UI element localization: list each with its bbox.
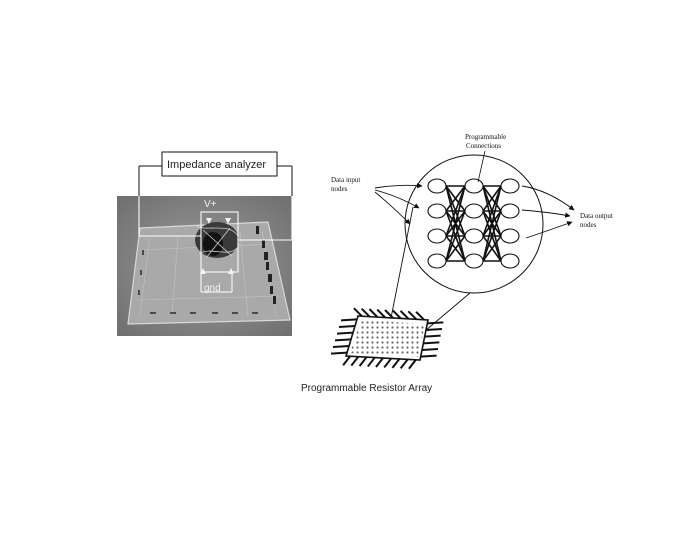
chip-pin <box>408 359 417 370</box>
chip-pin <box>384 309 394 319</box>
chip-pin <box>424 334 441 338</box>
zoom-line-left <box>390 206 414 319</box>
chip-pin <box>399 310 410 320</box>
chip-pin <box>425 328 443 331</box>
chip-pin <box>330 351 348 355</box>
output-node <box>500 178 520 194</box>
chip-pin <box>340 318 358 322</box>
connection-line <box>445 185 466 212</box>
chip-pin <box>415 311 425 321</box>
chip-pin <box>399 358 409 369</box>
hidden-node <box>464 253 484 269</box>
input-node <box>427 203 447 219</box>
chip-pin <box>421 348 439 351</box>
input-label-line1: Data input <box>331 176 360 184</box>
chip-pin <box>376 308 386 319</box>
input-label-line2: nodes <box>331 185 348 193</box>
chip-caption: Programmable Resistor Array <box>301 383 432 394</box>
chip-pin <box>392 309 402 320</box>
chip-pin <box>420 354 437 358</box>
chip-pin <box>342 355 351 366</box>
analyzer-box <box>161 151 278 177</box>
chip-pin <box>350 356 360 367</box>
output-node <box>500 253 520 269</box>
chip-pin <box>334 338 352 342</box>
circuit-cluster <box>195 222 239 259</box>
chip-pin <box>336 331 354 335</box>
chip-pin <box>407 310 418 321</box>
chip-pin <box>383 357 393 369</box>
board-photo: V+ gnd <box>117 196 292 336</box>
connection-line <box>482 185 502 212</box>
output-node <box>500 203 520 219</box>
chip-pin <box>358 356 368 367</box>
connections-label-line1: Programmable <box>465 133 506 141</box>
hidden-node <box>464 203 484 219</box>
connection-line <box>482 235 502 262</box>
connector-strip <box>256 226 276 304</box>
chip-pin <box>427 321 444 325</box>
chip-pin <box>391 358 401 369</box>
impedance-analyzer: Impedance analyzer <box>138 151 293 241</box>
chip-pin <box>423 341 440 345</box>
probe-arrow-down-right <box>225 218 231 224</box>
input-node <box>427 178 447 194</box>
chip-pin <box>375 357 384 368</box>
connection-line <box>445 210 466 262</box>
chip-pin <box>360 307 371 318</box>
network-connections <box>445 185 502 262</box>
output-label-line1: Data output <box>580 212 613 220</box>
chip-pin <box>366 356 376 368</box>
resistor-array-chip: Programmable Resistor Array <box>301 206 471 394</box>
vplus-label: V+ <box>204 199 217 210</box>
chip-pin <box>332 345 350 348</box>
connections-pointer <box>477 150 486 183</box>
network-boundary <box>404 154 544 294</box>
connection-line <box>445 235 466 262</box>
chip-pin <box>353 307 363 317</box>
output-node <box>500 228 520 244</box>
input-arrows <box>374 182 423 225</box>
connection-line <box>445 185 466 262</box>
hidden-node <box>464 178 484 194</box>
connection-line <box>482 185 502 237</box>
gnd-label: gnd <box>204 283 221 294</box>
hidden-node <box>464 228 484 244</box>
input-node <box>427 228 447 244</box>
chip-pin <box>368 308 379 318</box>
pin-marks <box>138 250 258 314</box>
probe-box <box>200 211 239 273</box>
network-nodes <box>427 178 520 269</box>
probe-arrow-up-left <box>200 268 206 274</box>
connection-line <box>482 185 502 262</box>
output-arrows <box>521 185 575 239</box>
chip-pins <box>330 307 444 370</box>
connections-label-line2: Connections <box>466 142 501 150</box>
connection-line <box>482 210 502 262</box>
probe-arrow-up-right <box>228 268 234 274</box>
input-node <box>427 253 447 269</box>
connection-line <box>445 185 466 237</box>
neural-network: Programmable Connections Data input node… <box>331 133 613 294</box>
probe-arrow-down-left <box>206 218 212 224</box>
chip-resistor-grid <box>350 320 425 357</box>
chip-pin <box>338 325 356 328</box>
analyzer-label: Impedance analyzer <box>167 159 266 171</box>
output-label-line2: nodes <box>580 221 597 229</box>
